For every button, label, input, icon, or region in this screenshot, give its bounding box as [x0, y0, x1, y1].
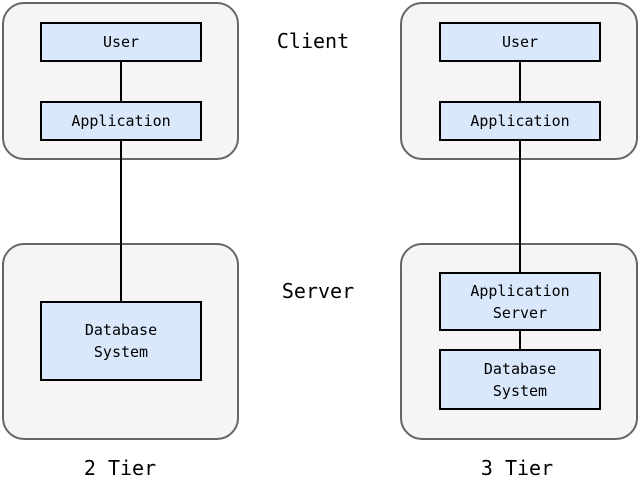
- three-tier-caption: 3 Tier: [480, 456, 554, 480]
- two-tier-caption: 2 Tier: [83, 456, 157, 480]
- user-node-left: User: [40, 22, 202, 62]
- user-node-right: User: [439, 22, 601, 62]
- application-server-node-right: Application Server: [439, 272, 601, 331]
- client-zone-label: Client: [276, 29, 350, 53]
- connector-application-appserver-right: [519, 139, 521, 274]
- application-node-left: Application: [40, 101, 202, 141]
- database-system-node-right: Database System: [439, 349, 601, 410]
- connector-application-database-left: [120, 139, 122, 303]
- connector-user-application-right: [519, 60, 521, 103]
- connector-user-application-left: [120, 60, 122, 103]
- database-system-node-left: Database System: [40, 301, 202, 381]
- connector-appserver-database-right: [519, 329, 521, 351]
- application-node-right: Application: [439, 101, 601, 141]
- server-zone-label: Server: [281, 279, 355, 303]
